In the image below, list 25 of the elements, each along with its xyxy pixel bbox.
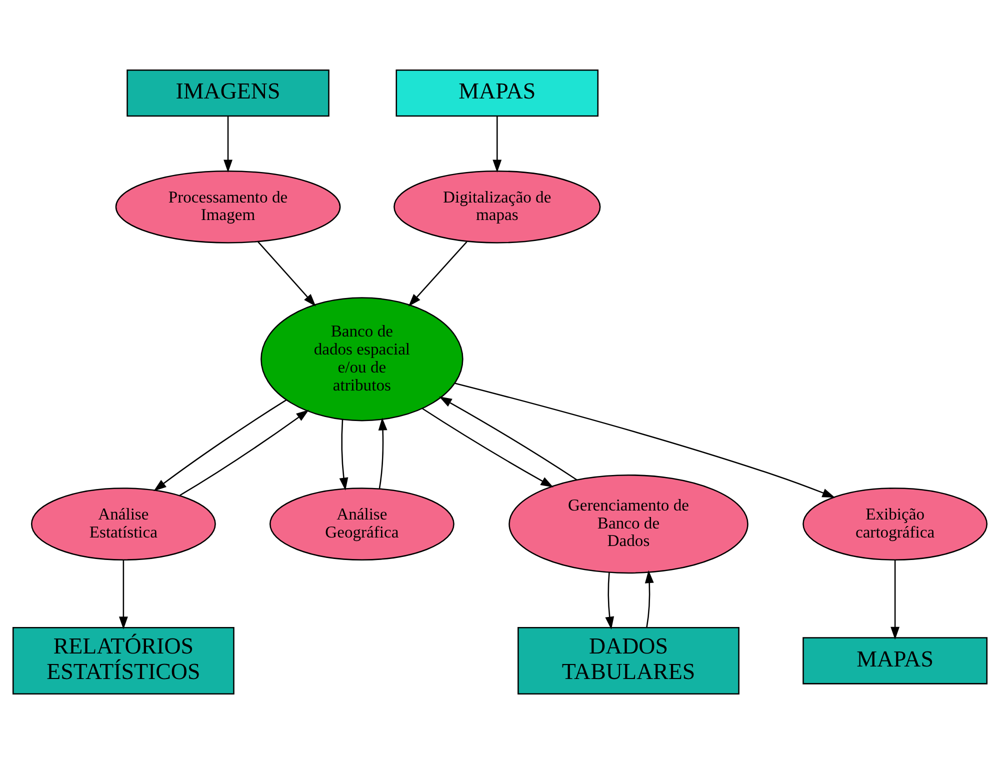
node-box: MAPAS	[802, 637, 988, 684]
arrow	[422, 408, 554, 488]
arrow	[378, 418, 388, 489]
node-box: IMAGENS	[126, 69, 330, 117]
arrow	[118, 560, 128, 630]
arrow	[224, 116, 232, 172]
arrow	[605, 572, 614, 630]
arrow	[258, 241, 316, 306]
arrow	[644, 570, 654, 628]
node-ellipse: Análise Geográfica	[269, 488, 454, 560]
arrow	[492, 116, 502, 172]
node-box: RELATÓRIOS ESTATÍSTICOS	[12, 626, 234, 695]
node-ellipse: Processamento de Imagem	[115, 170, 341, 244]
node-ellipse: Análise Estatística	[30, 488, 216, 560]
arrow	[454, 382, 836, 498]
node-box: MAPAS	[396, 69, 599, 117]
arrow	[154, 399, 287, 492]
node-ellipse: Digitalização de mapas	[394, 170, 601, 244]
arrow	[408, 241, 468, 306]
arrow	[339, 419, 348, 490]
node-box: DADOS TABULARES	[518, 626, 740, 695]
node-ellipse: Gerenciamento de Banco de Dados	[508, 474, 748, 574]
arrow	[439, 396, 578, 480]
arrow	[890, 560, 900, 640]
arrow	[179, 410, 309, 496]
